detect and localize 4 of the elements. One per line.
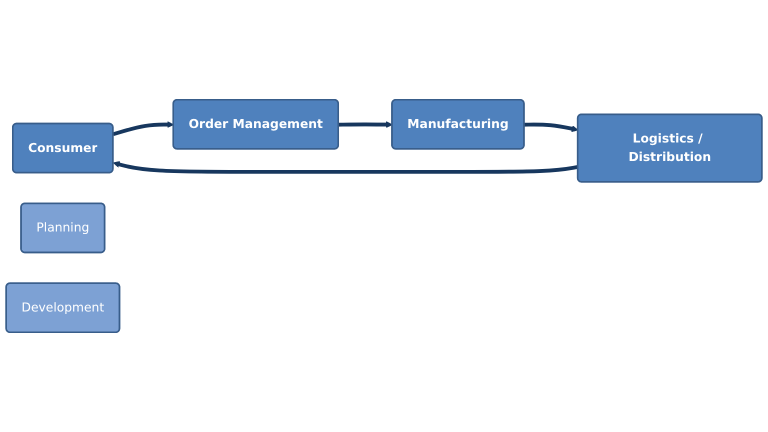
arrow <box>524 122 578 132</box>
arrow <box>112 161 578 174</box>
arrow <box>338 121 393 128</box>
arrow <box>112 121 174 136</box>
